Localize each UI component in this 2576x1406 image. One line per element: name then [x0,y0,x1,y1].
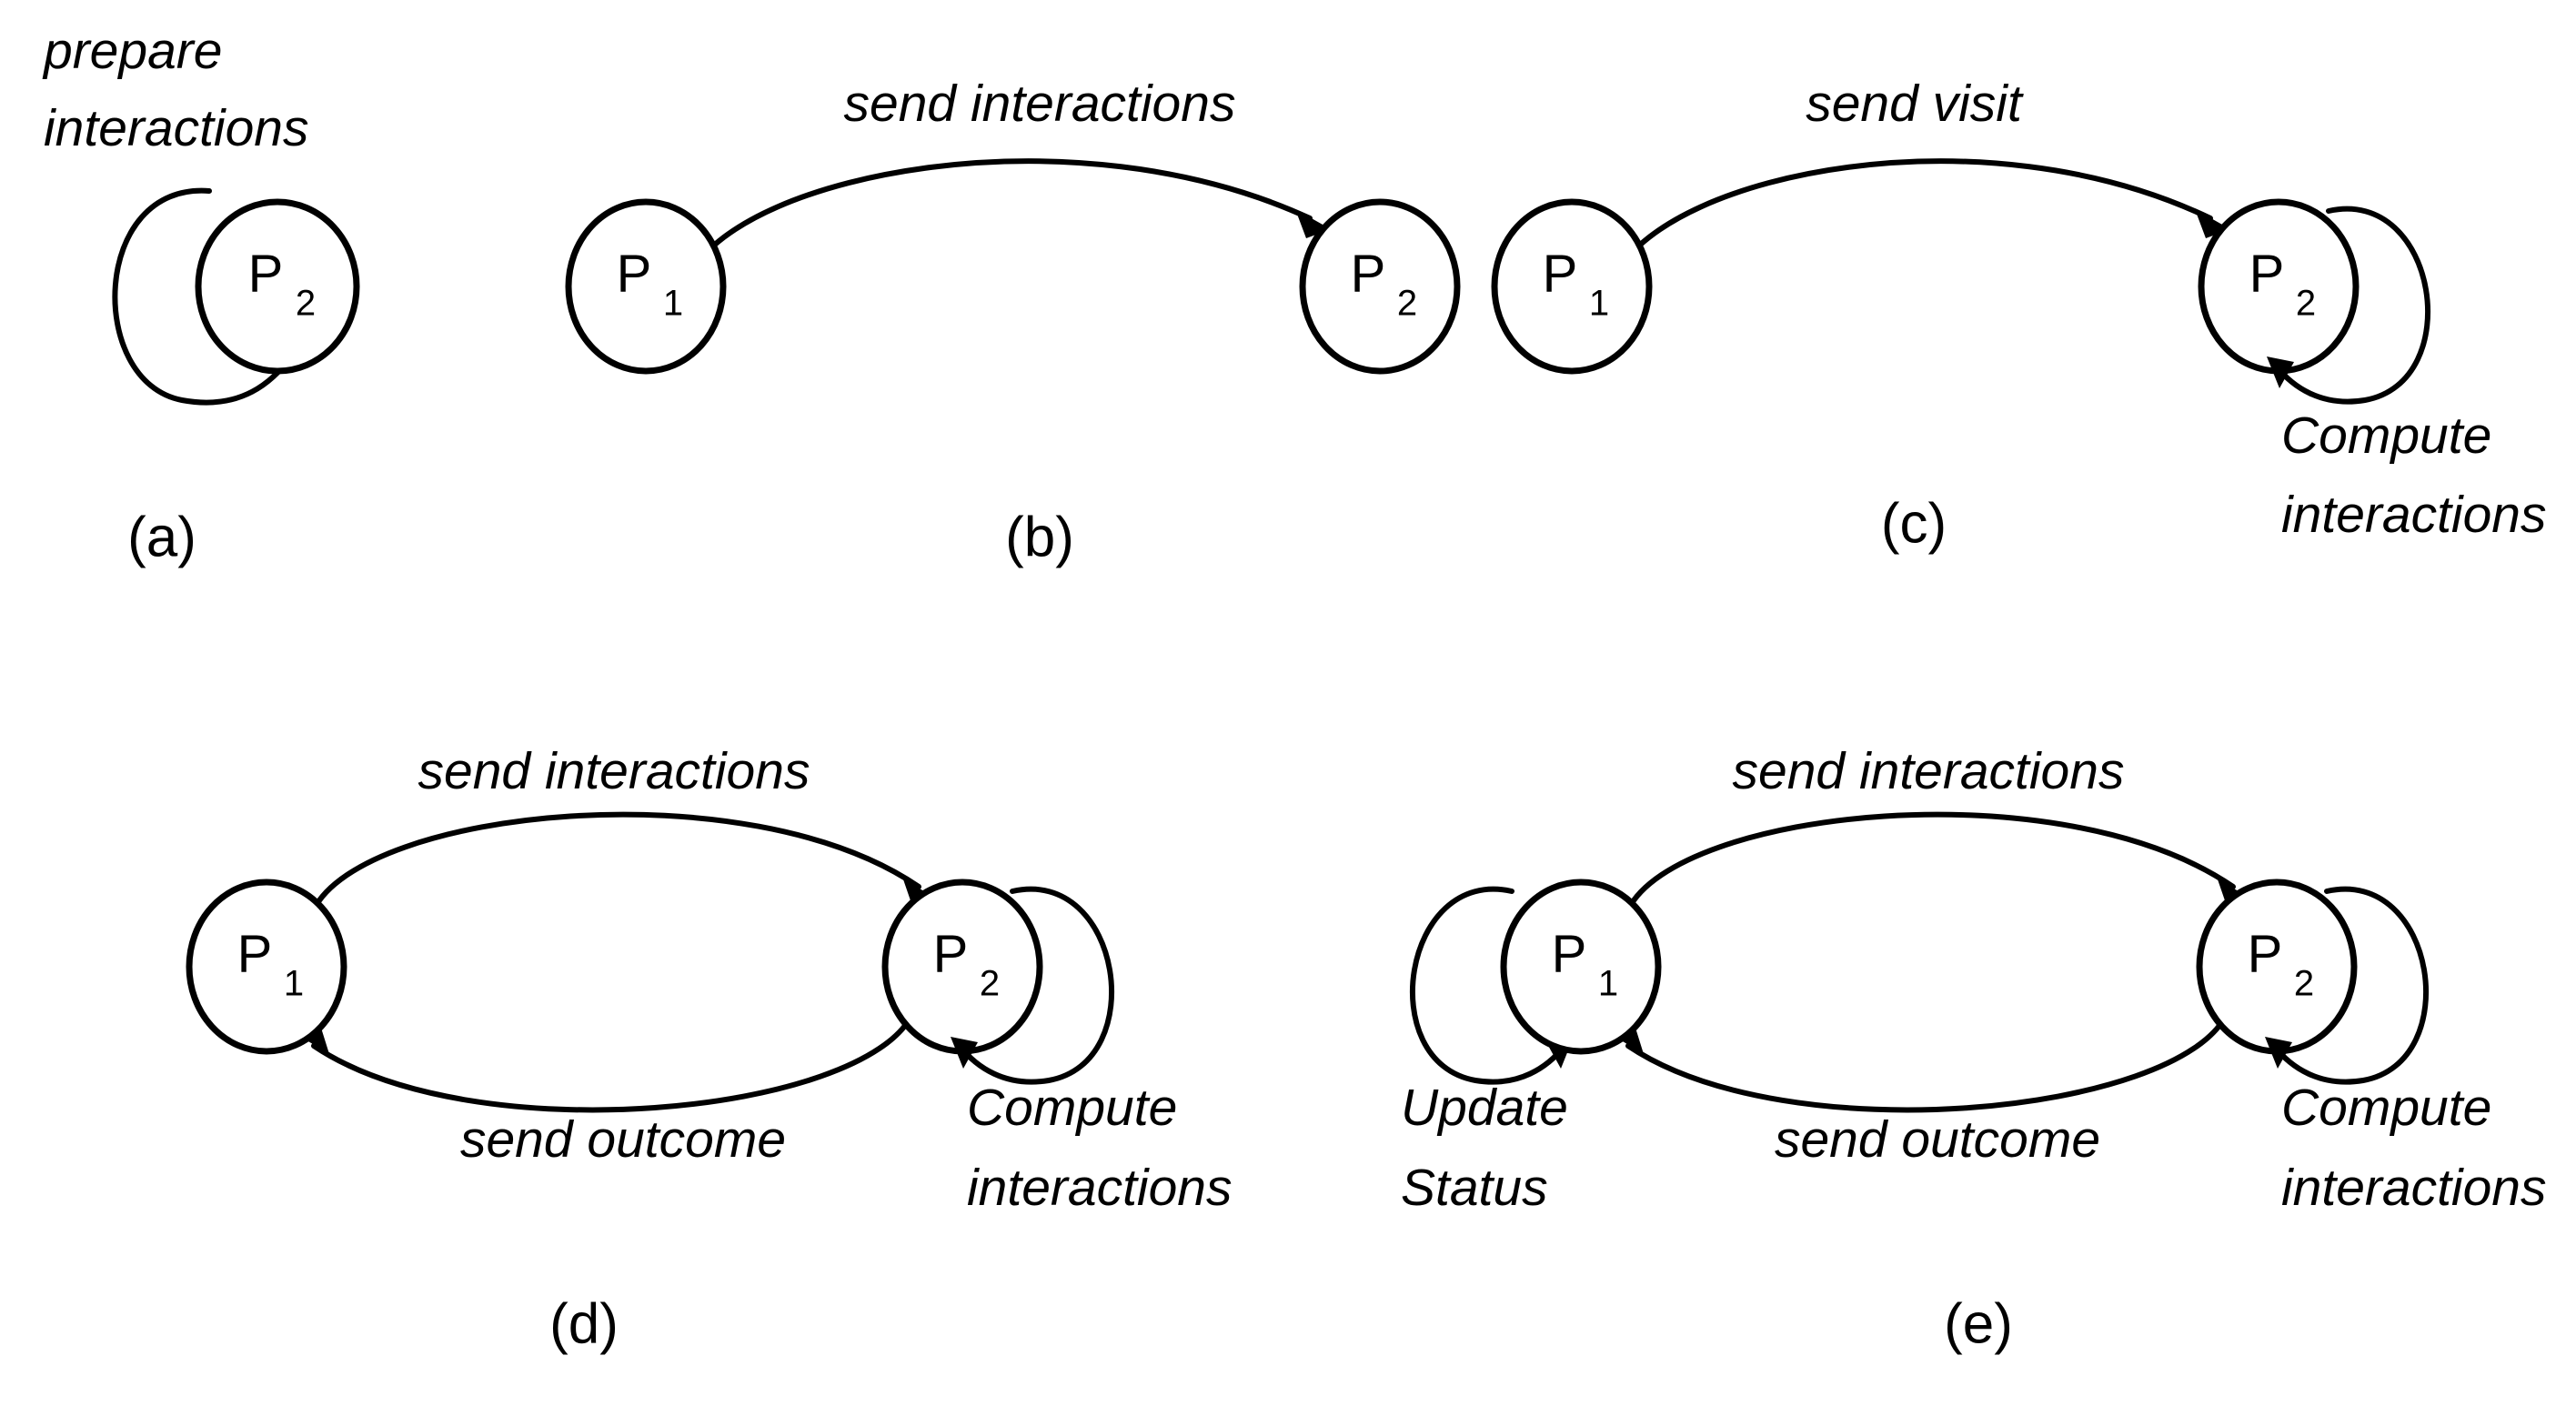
panel-c: P 1 P 2 send visit Compute interactions … [1491,75,2547,555]
panel-caption-c: (c) [1881,492,1947,555]
self-loop-compute-interactions-c [2267,206,2430,405]
self-loop-path-e-left [1410,886,1567,1085]
label-send-interactions-d: send interactions [418,742,810,800]
node-label-subscript: 1 [663,284,683,324]
node-label-subscript: 2 [2294,964,2314,1004]
self-loop-path-e-right [2271,886,2429,1085]
node-label-p: P [1552,924,1587,983]
node-circle [186,879,347,1055]
label-compute-e: Compute [2281,1079,2491,1137]
node-label-p: P [617,244,652,303]
panel-caption-e: (e) [1944,1292,2013,1355]
panel-caption-d: (d) [549,1292,619,1355]
self-loop-path-c [2273,206,2430,405]
label-send-outcome-e: send outcome [1775,1110,2100,1169]
panel-caption-a: (a) [127,506,196,568]
node-label-p: P [2249,244,2285,303]
node-p1-panel-d: P 1 [186,879,347,1055]
label-interactions-a: interactions [44,99,309,157]
self-loop-path-d [957,886,1114,1085]
node-p2-panel-c: P 2 [2198,198,2360,375]
edge-path-e-top [1625,811,2236,912]
node-p2-panel-e: P 2 [2196,879,2358,1055]
node-circle [195,198,360,375]
node-p1-panel-c: P 1 [1491,198,1653,375]
label-interactions-c: interactions [2281,486,2547,544]
label-send-outcome-d: send outcome [460,1110,786,1169]
node-label-subscript: 1 [284,964,304,1004]
label-prepare: prepare [42,22,222,80]
node-label-p: P [1543,244,1578,303]
edge-path-c [1615,158,2213,276]
node-circle [565,198,727,375]
label-send-visit-c: send visit [1806,75,2024,133]
edge-send-interactions-b [689,158,1331,276]
edge-path-d-top [311,811,921,912]
panel-a: P 2 prepare interactions (a) [42,22,360,568]
label-compute-d: Compute [967,1079,1177,1137]
self-loop-arrowhead-e-right [2265,1037,2292,1069]
panel-b: P 1 P 2 send interactions (b) [565,75,1461,568]
node-label-p: P [237,924,273,983]
node-p2-panel-a: P 2 [195,198,360,375]
label-update-e: Update [1401,1079,1568,1137]
node-p2-panel-b: P 2 [1299,198,1461,375]
edge-send-outcome-d [295,1011,915,1113]
panel-d: P 1 P 2 send interactions send outcome C… [186,742,1233,1355]
edge-send-outcome-e [1609,1011,2229,1113]
self-loop-arrowhead-d [951,1037,978,1069]
self-loop-path-a [112,187,296,406]
edge-path-e-bottom [1625,1011,2229,1113]
node-label-p: P [1351,244,1386,303]
node-label-subscript: 1 [1589,284,1609,324]
node-circle [1491,198,1653,375]
panel-caption-b: (b) [1005,506,1074,568]
node-p2-panel-d: P 2 [881,879,1043,1055]
node-label-subscript: 2 [980,964,1000,1004]
node-label-p: P [2248,924,2283,983]
label-send-interactions-e: send interactions [1733,742,2125,800]
self-loop-compute-interactions-e [2265,886,2429,1085]
edge-path-b [689,158,1313,276]
label-status-e: Status [1401,1159,1548,1217]
edge-send-interactions-d [311,811,939,912]
label-interactions-d: interactions [967,1159,1233,1217]
node-circle [1500,879,1662,1055]
node-label-subscript: 1 [1598,964,1618,1004]
node-p1-panel-e: P 1 [1500,879,1662,1055]
self-loop-compute-interactions-d [951,886,1114,1085]
edge-path-d-bottom [311,1011,915,1113]
label-compute-c: Compute [2281,407,2491,465]
label-interactions-e: interactions [2281,1159,2547,1217]
node-label-subscript: 2 [2296,284,2316,324]
node-label-subscript: 2 [1397,284,1417,324]
edge-send-interactions-e [1625,811,2253,912]
panel-e: P 1 P 2 send interactions send outcome U… [1401,742,2547,1355]
label-send-interactions-b: send interactions [844,75,1236,133]
node-p1-panel-b: P 1 [565,198,727,375]
edge-send-visit-c [1615,158,2230,276]
node-label-p: P [933,924,969,983]
node-circle [1299,198,1461,375]
node-label-p: P [248,244,284,303]
node-label-subscript: 2 [296,284,316,324]
self-loop-arrowhead-c [2267,357,2294,388]
